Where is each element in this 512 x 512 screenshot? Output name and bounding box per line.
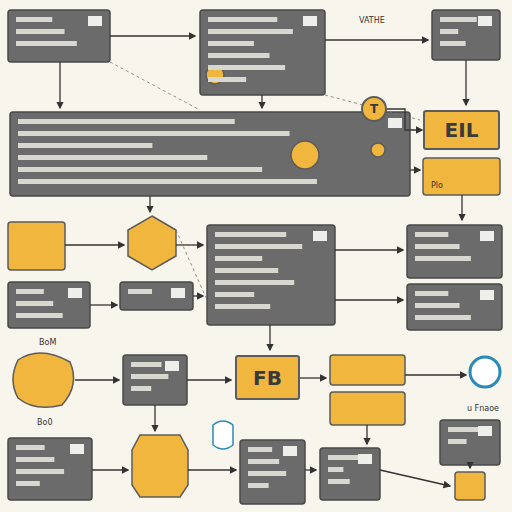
text-label: Bo0 — [36, 418, 53, 427]
text-label: Plo — [430, 181, 444, 190]
process-box: EIL — [423, 110, 500, 150]
circle-node: T — [361, 96, 387, 122]
connector-arrow — [387, 109, 422, 130]
text-label: u Fnaoe — [466, 404, 500, 413]
text-label: VATHE — [358, 16, 386, 25]
node-text: FB — [253, 366, 282, 390]
node-text: T — [370, 102, 378, 116]
process-box: FB — [235, 355, 300, 400]
text-label: BoM — [38, 338, 57, 347]
node-text: EIL — [445, 118, 479, 142]
